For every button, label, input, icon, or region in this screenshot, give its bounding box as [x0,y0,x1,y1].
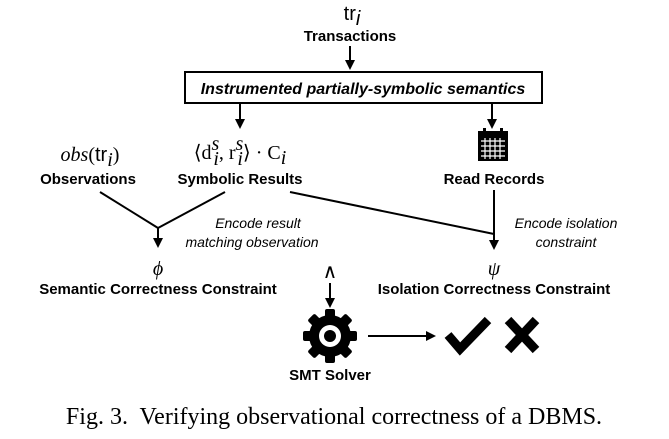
line-symbolic-to-psi [289,191,495,235]
figure-caption: Fig. 3. Verifying observational correctn… [66,404,602,430]
line-observations-to-phi [99,191,159,229]
observations-label: Observations [40,171,136,188]
semantics-label: Instrumented partially-symbolic semantic… [201,81,526,98]
semantics-box [184,71,543,104]
phi-symbol: ϕ [153,258,163,280]
transactions-label: Transactions [304,28,397,45]
cross-icon [504,316,540,354]
line-symbolic-to-phi [157,191,226,229]
semantic-constraint-label: Semantic Correctness Constraint [39,281,277,298]
read-records-label: Read Records [444,171,545,188]
check-icon [444,316,492,356]
isolation-constraint-label: Isolation Correctness Constraint [378,281,611,298]
observations-formula: obs(tri) [61,144,120,171]
symbolic-results-label: Symbolic Results [177,171,302,188]
transactions-symbol: tri [344,3,361,30]
conjunction-symbol: ∧ [323,261,338,283]
smt-solver-label: SMT Solver [289,367,371,384]
encode-isolation-note-line2: constraint [536,234,598,250]
encode-result-note-line2: matching observation [185,234,318,250]
encode-result-note-line1: Encode result [215,215,302,231]
calendar-grid-icon [478,128,508,161]
gear-icon [303,309,357,363]
encode-isolation-note-line1: Encode isolation [515,215,618,231]
psi-symbol: ψ [488,258,501,280]
